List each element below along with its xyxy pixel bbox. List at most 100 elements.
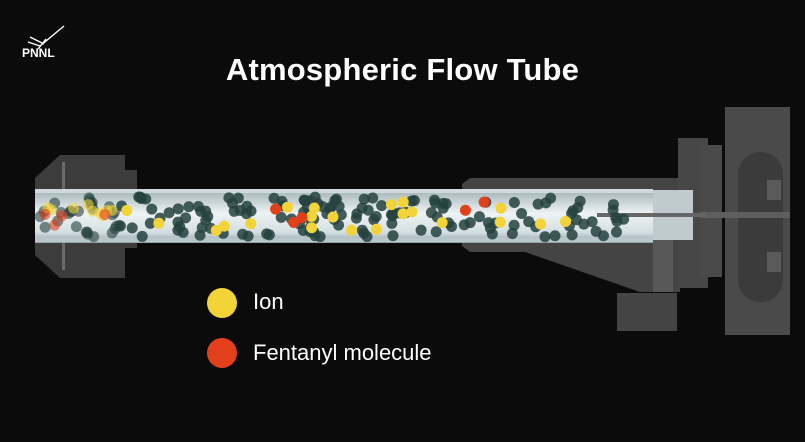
fentanyl-legend-label: Fentanyl molecule [253,340,432,365]
gas-molecule [532,198,544,210]
gas-molecule [200,214,212,226]
gas-molecule [486,228,498,240]
gas-molecule [590,225,602,237]
gas-molecule [429,197,441,209]
gas-molecule [70,221,82,233]
gas-molecule [386,217,398,229]
gas-molecule [387,230,399,242]
gas-molecule [268,192,280,204]
ion-particle [495,202,507,214]
gas-molecule [566,229,578,241]
ion-particle [370,223,382,235]
fentanyl-particle [99,209,111,221]
gas-molecule [446,220,458,232]
ion-particle [397,208,409,220]
gas-molecule [506,228,518,240]
ion-legend-swatch [207,288,237,318]
gas-molecule [136,230,148,242]
ion-particle [327,211,339,223]
fentanyl-particle [288,216,300,228]
ion-particle [346,224,358,236]
ion-legend-label: Ion [253,289,284,314]
gas-molecule [464,217,476,229]
gas-molecule [261,228,273,240]
gas-molecule [549,230,561,242]
gas-molecule [275,211,287,223]
fentanyl-particle [296,212,308,224]
ion-particle [406,206,418,218]
gas-molecule [406,195,418,207]
gas-molecule [415,224,427,236]
gas-molecule [361,231,373,243]
gas-molecule [356,202,368,214]
ion-particle [308,202,320,214]
gas-molecule [144,217,156,229]
pnnl-logo-icon [27,25,65,50]
ion-particle [281,201,293,213]
gas-molecule [611,215,623,227]
ion-particle [305,211,317,223]
gas-molecule [180,212,192,224]
gas-molecule [183,201,195,213]
gas-molecule [545,192,557,204]
gas-molecule [473,211,485,223]
ion-particle [121,205,133,217]
page-title: Atmospheric Flow Tube [225,52,580,87]
ion-particle [385,199,397,211]
logo-text: PNNL [22,46,55,60]
ion-particle [67,202,79,214]
fentanyl-particle [270,203,282,215]
gas-molecule [368,214,380,226]
gas-molecule [39,221,51,233]
gas-molecule [333,219,345,231]
gas-molecule [172,203,184,215]
gas-molecule [425,207,437,219]
gas-molecule [227,197,239,209]
ion-particle [306,222,318,234]
gas-molecule [80,226,92,238]
gas-molecule [299,194,311,206]
gas-molecule [586,216,598,228]
gas-molecule [508,219,520,231]
fentanyl-legend-swatch [207,338,237,368]
ion-particle [560,216,572,228]
gas-molecule [113,219,125,231]
gas-molecule [430,226,442,238]
ion-particle [153,217,165,229]
gas-molecule [134,191,146,203]
gas-molecule [523,216,535,228]
capillary [597,213,707,217]
gas-molecule [358,193,370,205]
gas-molecule [367,192,379,204]
fentanyl-particle [478,196,490,208]
fentanyl-particle [39,208,51,220]
fentanyl-particle [49,219,61,231]
gas-molecule [163,207,175,219]
gas-molecule [376,200,388,212]
gas-molecule [516,207,528,219]
gas-molecule [314,231,326,243]
gas-molecule [508,196,520,208]
ion-particle [436,217,448,229]
gas-molecule [539,231,551,243]
gas-molecule [309,191,321,203]
gas-molecule [350,212,362,224]
gas-molecule [567,205,579,217]
fentanyl-particle [459,204,471,216]
gas-molecule [335,209,347,221]
ion-particle [397,196,409,208]
gas-molecule [200,205,212,217]
gas-molecule [234,204,246,216]
gas-molecule [146,203,158,215]
particles [34,191,630,243]
gas-molecule [570,214,582,226]
gas-molecule [194,229,206,241]
ion-particle [218,220,230,232]
gas-molecule [574,195,586,207]
fentanyl-particle [56,210,68,222]
gas-molecule [329,195,341,207]
gas-molecule [610,226,622,238]
gas-molecule [440,198,452,210]
